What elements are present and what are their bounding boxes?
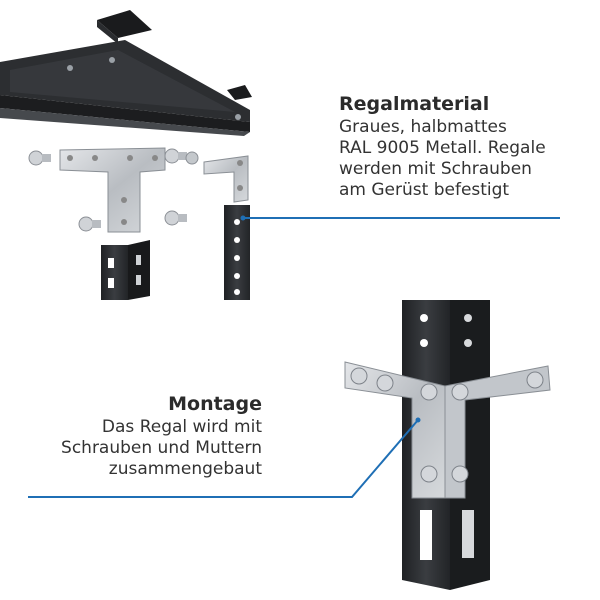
corner-bracket bbox=[203, 155, 249, 203]
screw-bolt-group bbox=[28, 148, 199, 232]
callout-montage: Montage Das Regal wird mit Schrauben und… bbox=[20, 393, 262, 480]
callout-material-line: werden mit Schrauben bbox=[339, 159, 532, 179]
callout-material-line: Graues, halbmattes bbox=[339, 117, 507, 137]
callout-material-text: Graues, halbmattes RAL 9005 Metall. Rega… bbox=[339, 117, 579, 201]
detail-bracket bbox=[344, 361, 551, 499]
leader-line-material bbox=[240, 215, 560, 221]
callout-montage-title: Montage bbox=[168, 393, 262, 415]
callout-montage-line: zusammengebaut bbox=[108, 459, 262, 479]
corner-cap-top bbox=[97, 10, 152, 44]
leader-line-montage bbox=[28, 417, 421, 498]
callout-material: Regalmaterial Graues, halbmattes RAL 900… bbox=[339, 93, 579, 201]
detail-post bbox=[402, 300, 490, 590]
callout-montage-line: Schrauben und Muttern bbox=[61, 438, 262, 458]
corner-cap-right bbox=[227, 85, 252, 100]
callout-montage-text: Das Regal wird mit Schrauben und Muttern… bbox=[20, 417, 262, 480]
perforated-post-top bbox=[224, 205, 250, 300]
angle-post-left bbox=[101, 240, 150, 300]
callout-material-line: am Gerüst befestigt bbox=[339, 180, 510, 200]
callout-material-title: Regalmaterial bbox=[339, 93, 490, 115]
shelf-board bbox=[0, 40, 250, 136]
t-bracket bbox=[59, 147, 166, 233]
callout-material-line: RAL 9005 Metall. Regale bbox=[339, 138, 546, 158]
callout-montage-line: Das Regal wird mit bbox=[101, 417, 262, 437]
